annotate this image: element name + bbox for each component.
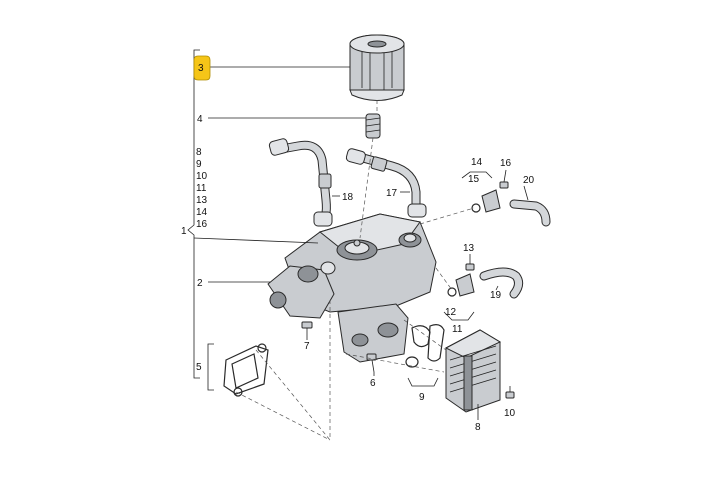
callout-2[interactable]: 2: [197, 278, 203, 289]
callout-15[interactable]: 15: [468, 174, 480, 185]
group-list-item[interactable]: 10: [196, 171, 208, 182]
bolt-6[interactable]: [366, 353, 377, 373]
callout-11[interactable]: 11: [452, 324, 463, 335]
coolant-connector-lower[interactable]: [447, 263, 475, 297]
callout-7[interactable]: 7: [304, 341, 310, 352]
callout-8[interactable]: 8: [475, 422, 481, 433]
callout-14[interactable]: 14: [471, 157, 483, 168]
callout-12[interactable]: 12: [445, 307, 457, 318]
callout-19[interactable]: 19: [490, 290, 502, 301]
group-list: 8 9 10 11 13 14 16: [196, 147, 208, 230]
callout-3[interactable]: 3: [198, 63, 204, 74]
group-list-item[interactable]: 8: [196, 147, 202, 158]
hose-20[interactable]: [509, 199, 551, 227]
bolt-10[interactable]: [505, 386, 515, 399]
pressure-relief-spring[interactable]: [365, 113, 381, 139]
bolt-7[interactable]: [301, 321, 313, 338]
oil-filter[interactable]: [349, 34, 405, 101]
callout-13[interactable]: 13: [463, 243, 475, 254]
coolant-pipe-17[interactable]: [345, 148, 427, 218]
gasket-5[interactable]: [223, 343, 269, 397]
group-1-bracket: [187, 49, 200, 379]
leader-lines: [193, 66, 529, 420]
callout-1[interactable]: 1: [181, 226, 187, 237]
hose-19[interactable]: [479, 267, 524, 299]
callout-17[interactable]: 17: [386, 188, 398, 199]
callout-5[interactable]: 5: [196, 362, 202, 373]
oil-cooler[interactable]: [444, 329, 502, 413]
callout-20[interactable]: 20: [523, 175, 535, 186]
callout-10[interactable]: 10: [504, 408, 516, 419]
callout-9[interactable]: 9: [419, 392, 425, 403]
coolant-pipe-18[interactable]: [268, 138, 333, 227]
highlight-badge-shape: [193, 55, 211, 81]
coolant-connector-upper[interactable]: [471, 181, 509, 213]
callout-16[interactable]: 16: [500, 158, 512, 169]
group-list-item[interactable]: 11: [196, 183, 207, 194]
callout-4[interactable]: 4: [197, 114, 203, 125]
group-list-item[interactable]: 14: [196, 207, 208, 218]
callout-6[interactable]: 6: [370, 378, 376, 389]
oil-filter-housing[interactable]: [267, 213, 437, 363]
group-list-item[interactable]: 13: [196, 195, 208, 206]
assembly-lines: [235, 100, 475, 441]
highlight-badge-3[interactable]: [193, 55, 211, 81]
callout-18[interactable]: 18: [342, 192, 354, 203]
gaskets-9[interactable]: [405, 324, 445, 368]
group-list-item[interactable]: 16: [196, 219, 208, 230]
group-list-item[interactable]: 9: [196, 159, 202, 170]
